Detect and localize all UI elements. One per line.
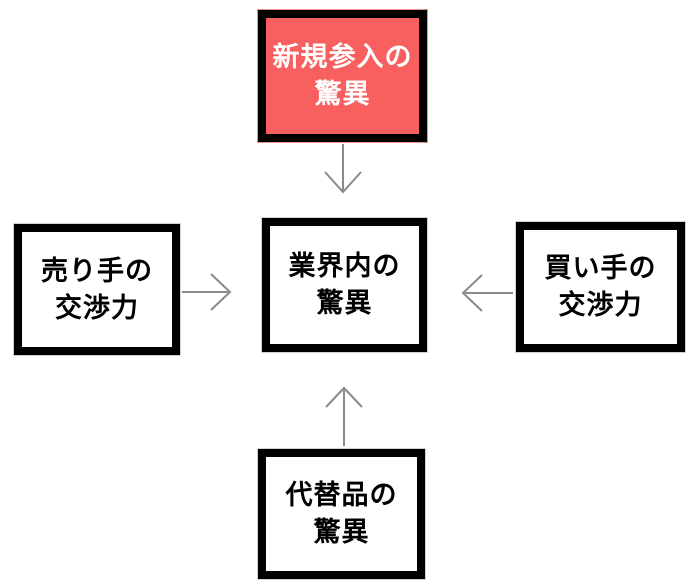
arrow-down-top-to-center (324, 144, 362, 194)
arrow-up-bottom-to-center (325, 386, 363, 446)
arrow-left-right-to-center (461, 274, 513, 312)
box-label-line: 驚異 (314, 79, 371, 109)
box-label-line: 驚異 (313, 517, 370, 547)
box-threat-of-substitutes: 代替品の 驚異 (258, 449, 425, 579)
box-label-line: 業界内の (288, 251, 401, 281)
box-label-line: 交渉力 (558, 290, 643, 320)
box-label-line: 代替品の (285, 480, 398, 510)
box-label-line: 交渉力 (55, 292, 139, 323)
box-label-line: 驚異 (316, 288, 373, 318)
box-threat-of-new-entrants: 新規参入の 驚異 (258, 10, 427, 142)
box-label-line: 買い手の (544, 253, 657, 283)
box-bargaining-power-of-sellers: 売り手の 交渉力 (14, 224, 180, 355)
arrow-right-left-to-center (182, 273, 232, 311)
box-industry-rivalry: 業界内の 驚異 (262, 218, 427, 352)
box-label-line: 売り手の (41, 255, 153, 286)
box-bargaining-power-of-buyers: 買い手の 交渉力 (516, 222, 685, 352)
box-label-line: 新規参入の (272, 42, 413, 72)
